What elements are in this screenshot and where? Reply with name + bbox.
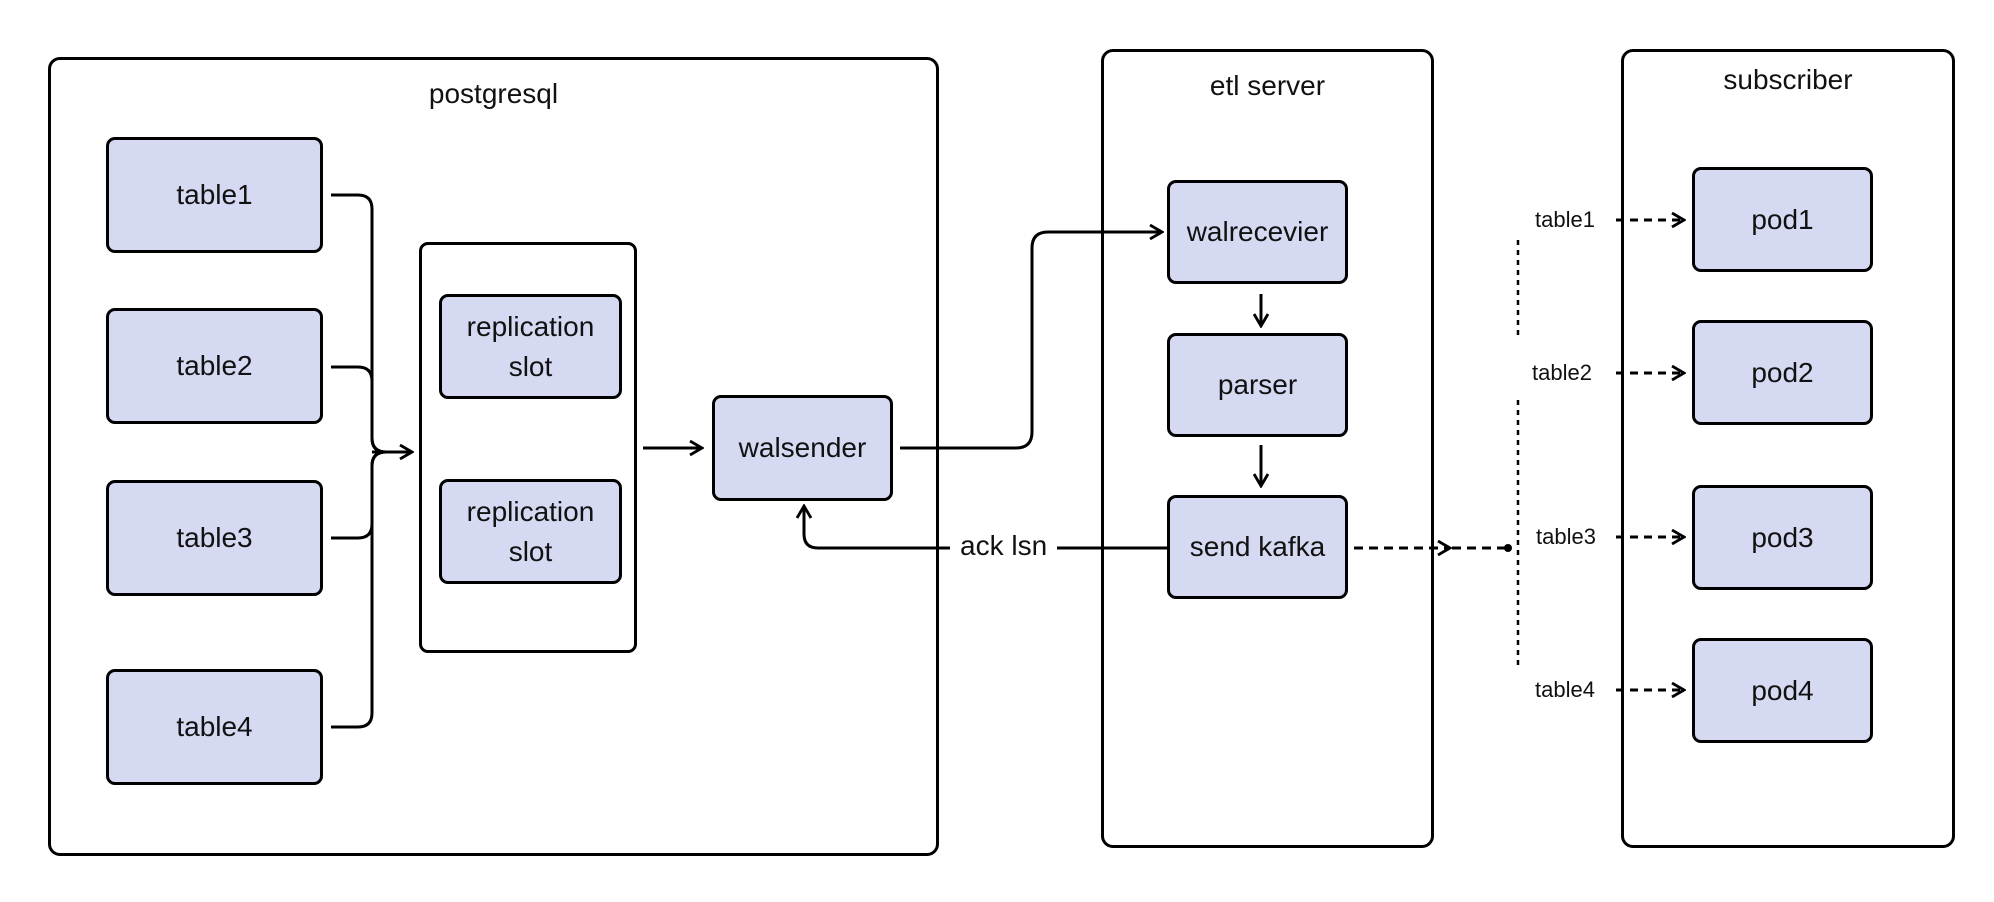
topic-table1-label: table1 [1535,207,1595,232]
parser-node: parser [1167,333,1348,437]
table4-connector [331,450,387,729]
pod4-node: pod4 [1692,638,1873,743]
topic-table4-label: table4 [1535,677,1595,702]
etl-server-title: etl server [1209,70,1326,101]
walrecevier-node: walrecevier [1167,180,1348,284]
table2-node: table2 [106,308,323,424]
table4-node: table4 [106,669,323,785]
walsender-node: walsender [712,395,893,501]
replication-slot-1: replication slot [439,294,622,399]
ack-lsn-label: ack lsn [950,530,1058,562]
topic-table3-label: table3 [1536,524,1596,549]
send-kafka-node: send kafka [1167,495,1348,599]
table1-connector [331,193,387,454]
walsender-to-walreceiver-arrow [900,232,1162,450]
subscriber-title: subscriber [1723,64,1853,95]
pod2-node: pod2 [1692,320,1873,425]
replication-slot-2: replication slot [439,479,622,584]
table1-node: table1 [106,137,323,253]
topic-table2-label: table2 [1532,360,1592,385]
table3-node: table3 [106,480,323,596]
postgresql-title: postgresql [428,78,559,109]
pod3-node: pod3 [1692,485,1873,590]
fork-dot [1504,544,1512,552]
ack-lsn-connector [804,506,1168,550]
table2-connector [331,365,387,454]
pod1-node: pod1 [1692,167,1873,272]
table3-connector [331,450,387,540]
